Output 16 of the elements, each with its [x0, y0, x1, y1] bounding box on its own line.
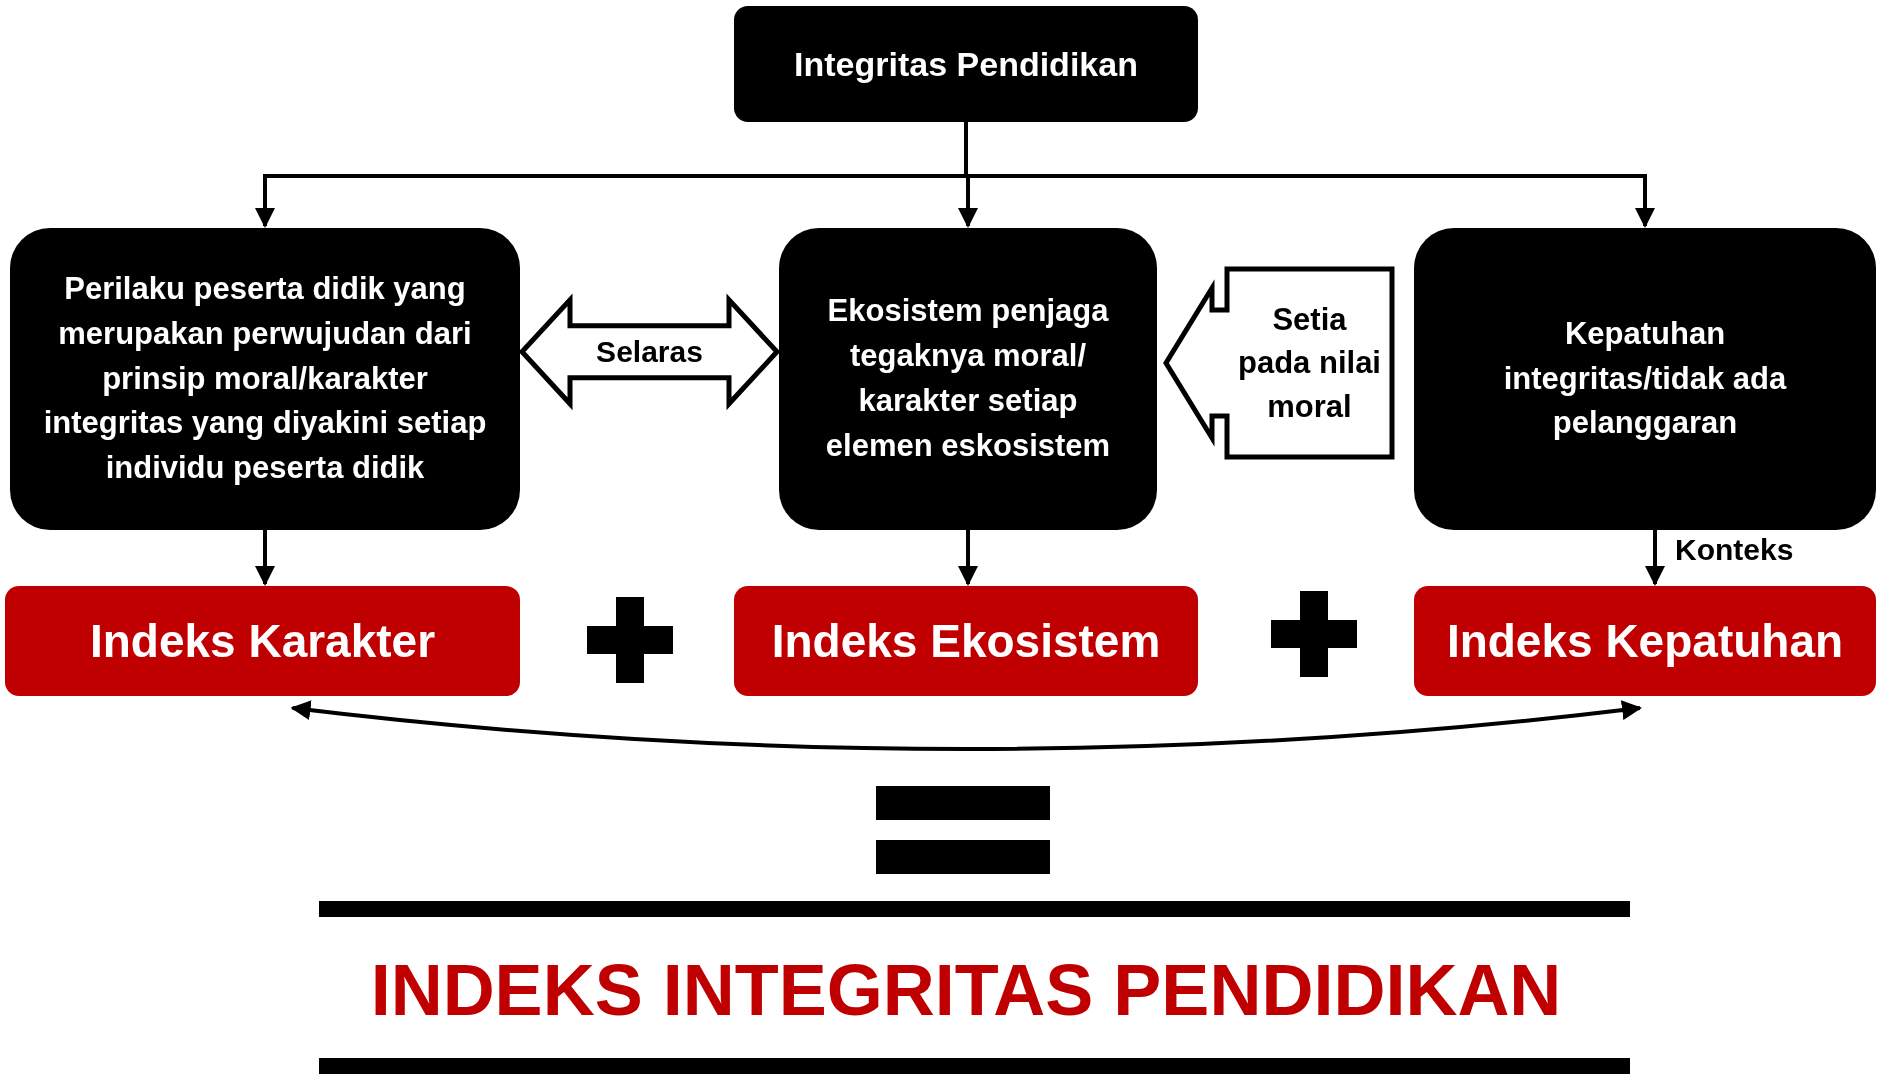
callout-arrow: Setia pada nilai moral [1162, 266, 1395, 460]
process-box: Ekosistem penjaga tegaknya moral/ karakter setiap elemen eskosistem [779, 228, 1157, 530]
result-heading: INDEKS INTEGRITAS PENDIDIKAN [370, 949, 1562, 1031]
index-box: Indeks Karakter [5, 586, 520, 696]
arrow [255, 530, 275, 586]
title-box: Integritas Pendidikan [734, 6, 1198, 122]
edge-label: Konteks [1675, 533, 1794, 567]
index-box: Indeks Kepatuhan [1414, 586, 1876, 696]
edge-label: Selaras [596, 334, 703, 369]
block-arrow [518, 293, 781, 411]
process-box: Perilaku peserta didik yang merupakan perwujudan dari prinsip moral/karakter integritas yang diyakini setiap individu peserta didik [10, 228, 520, 530]
arrow [1645, 530, 1665, 586]
index-box: Indeks Ekosistem [734, 586, 1198, 696]
process-box: Kepatuhan integritas/tidak ada pelanggaran [1414, 228, 1876, 530]
arrow [958, 530, 978, 586]
arrow [290, 700, 1642, 751]
